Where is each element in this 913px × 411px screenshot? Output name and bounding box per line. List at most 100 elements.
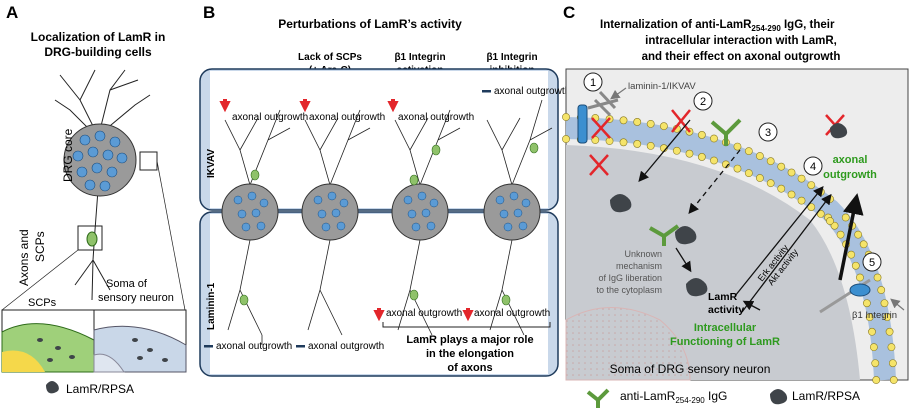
membrane-bead bbox=[633, 118, 642, 126]
lamr-activity-1: LamR bbox=[708, 291, 738, 303]
laminin-outgrowth-labels: axonal outgrowth axonal outgrowth axonal… bbox=[204, 308, 551, 352]
panel-c: C Internalization of anti-LamR254-290 Ig… bbox=[562, 3, 909, 408]
panel-a-soma-label-1: Soma of bbox=[106, 278, 148, 290]
membrane-bead bbox=[697, 131, 706, 139]
panel-b-drg-spheres bbox=[221, 99, 553, 345]
membrane-bead bbox=[847, 250, 856, 259]
ikvav-outgrowth-labels: axonal outgrowth axonal outgrowth axonal… bbox=[219, 86, 570, 123]
membrane-bead bbox=[710, 134, 718, 143]
marker-5: 5 bbox=[869, 257, 875, 269]
membrane-bead bbox=[659, 122, 668, 131]
panel-a-scp-nucleus bbox=[2, 350, 45, 372]
membrane-bead bbox=[854, 230, 863, 239]
membrane-bead bbox=[797, 174, 806, 183]
panel-a-drg-core-label: DRG core bbox=[61, 128, 75, 182]
membrane-bead bbox=[619, 116, 628, 125]
membrane-bead bbox=[797, 196, 806, 205]
membrane-bead bbox=[672, 146, 681, 155]
panel-a-soma-lamr bbox=[132, 338, 168, 362]
unknown-line2: mechanism bbox=[616, 261, 662, 271]
panel-b-title: Perturbations of LamR’s activity bbox=[278, 17, 462, 31]
membrane-bead bbox=[877, 286, 886, 294]
membrane-bead bbox=[744, 169, 753, 178]
membrane-bead bbox=[841, 213, 850, 222]
membrane-bead bbox=[605, 137, 614, 145]
membrane-bead bbox=[880, 299, 889, 308]
membrane-bead bbox=[619, 138, 628, 147]
igg-icon bbox=[710, 118, 742, 146]
panel-c-title-line2: intracellular interaction with LamR, bbox=[645, 35, 837, 47]
igg-icon bbox=[649, 224, 680, 246]
number-markers: 1 2 3 4 5 bbox=[583, 72, 882, 272]
membrane-bead bbox=[733, 142, 742, 151]
lamr-icon bbox=[770, 389, 788, 405]
equal-bar-icon bbox=[482, 90, 491, 93]
lamr-icon bbox=[610, 194, 632, 213]
panel-a-scps-label: SCPs bbox=[28, 297, 57, 309]
panel-a-zoom-line bbox=[156, 160, 186, 311]
membrane-bead bbox=[646, 141, 655, 150]
panel-c-title-line1: Internalization of anti-LamR254-290 IgG,… bbox=[600, 19, 835, 33]
panel-a-soma-nucleus bbox=[93, 353, 125, 373]
laminin-inner bbox=[210, 214, 548, 374]
panel-a: A Localization of LamR in DRG-building c… bbox=[1, 3, 187, 396]
membrane-bead bbox=[873, 273, 882, 282]
membrane-bead bbox=[646, 119, 655, 128]
axonal-label-1: axonal bbox=[833, 154, 868, 166]
membrane-bead bbox=[777, 184, 786, 193]
lamr-icon bbox=[46, 381, 59, 394]
panel-a-drg-cells bbox=[72, 130, 128, 192]
membrane-bead bbox=[766, 179, 775, 188]
legend-lamr-label: LamR/RPSA bbox=[792, 389, 860, 403]
panel-c-letter: C bbox=[563, 3, 575, 22]
membrane-bead bbox=[744, 147, 753, 156]
cell-nucleus bbox=[565, 307, 691, 381]
laminin-label-3: axonal outgrowth bbox=[386, 308, 462, 319]
conclusion-line3: of axons bbox=[447, 362, 492, 374]
row-label-ikvav: IKVAV bbox=[206, 149, 217, 178]
row-label-laminin: Laminin-1 bbox=[206, 282, 217, 330]
marker-3: 3 bbox=[765, 127, 771, 139]
membrane-bead bbox=[562, 135, 570, 143]
panel-a-zoom-box-scp bbox=[77, 225, 103, 251]
membrane-bead bbox=[836, 230, 845, 239]
unknown-line4: to the cytoplasm bbox=[596, 285, 662, 295]
col-header-b1-activation-1: β1 Integrin bbox=[394, 52, 445, 63]
membrane-bead bbox=[697, 153, 706, 161]
integrin-pointer bbox=[890, 298, 905, 311]
membrane-bead bbox=[777, 162, 786, 171]
panel-a-soma-label-2: sensory neuron bbox=[98, 292, 174, 304]
membrane-bead bbox=[851, 261, 860, 270]
membrane-bead bbox=[862, 299, 871, 308]
equal-bar-icon bbox=[296, 345, 305, 348]
marker-1: 1 bbox=[590, 77, 596, 89]
membrane-bead bbox=[868, 327, 876, 336]
membrane-bead bbox=[887, 343, 896, 352]
membrane-bead bbox=[807, 203, 816, 211]
unknown-line1: Unknown bbox=[624, 249, 662, 259]
ikvav-label-1: axonal outgrowth bbox=[232, 112, 308, 123]
membrane-bead bbox=[807, 181, 816, 189]
intracellular-line1: Intracellular bbox=[694, 322, 757, 334]
membrane-bead bbox=[766, 157, 775, 166]
down-arrow-icon bbox=[387, 99, 399, 113]
integrin-label: β1 Integrin bbox=[852, 310, 897, 321]
panel-a-scp-cell bbox=[86, 231, 98, 247]
membrane-bead bbox=[871, 359, 880, 368]
marker-4: 4 bbox=[810, 161, 816, 173]
membrane-bead bbox=[755, 152, 764, 160]
panel-a-title-line2: DRG-building cells bbox=[44, 45, 152, 59]
membrane-bead bbox=[888, 359, 897, 368]
ikvav-label-4: axonal outgrowth bbox=[494, 86, 570, 97]
conclusion-line1: LamR plays a major role bbox=[406, 334, 533, 346]
panel-a-letter: A bbox=[6, 3, 18, 22]
membrane-bead bbox=[562, 113, 570, 121]
membrane-bead bbox=[755, 174, 764, 182]
laminin-label: laminin-1/IKVAV bbox=[628, 81, 696, 92]
laminin-label-4: axonal outgrowth bbox=[474, 308, 550, 319]
membrane-bead bbox=[872, 376, 881, 384]
laminin-pointer bbox=[610, 87, 627, 100]
axonal-label-2: outgrowth bbox=[823, 169, 877, 181]
equal-bar-icon bbox=[204, 345, 213, 348]
